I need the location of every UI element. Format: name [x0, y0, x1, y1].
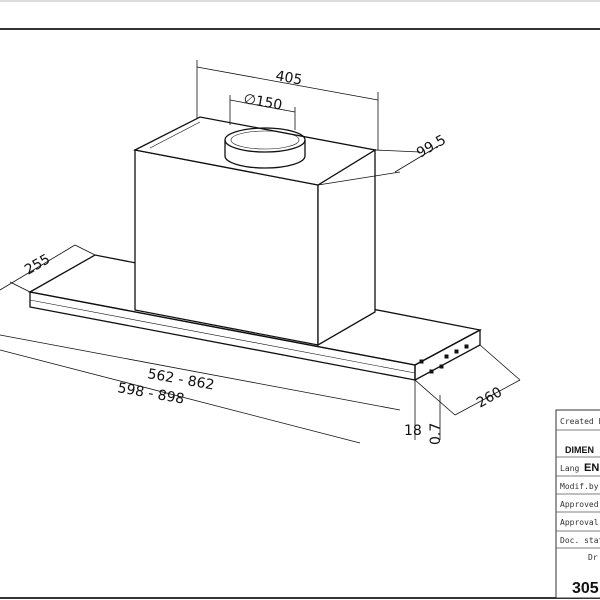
- dim-255: 255: [22, 251, 53, 278]
- lang-value: EN: [584, 462, 599, 474]
- modif-by-label: Modif.by: [560, 482, 599, 491]
- drawing-label: Dr: [588, 553, 598, 562]
- dim-260: 260: [474, 384, 505, 411]
- drawing-number: 305: [572, 580, 599, 597]
- title-block: Created b DIMEN Lang EN Modif.by Approve…: [555, 409, 600, 599]
- dim-405: 405: [274, 68, 303, 88]
- dim-99-5: 99.5: [414, 132, 449, 161]
- dim-18: 18: [404, 423, 422, 439]
- dimension-lines: [0, 60, 521, 444]
- approved-label: Approved: [560, 500, 599, 509]
- dim-0-7: 0.7: [428, 423, 444, 445]
- dim-duct-diameter: ∅150: [242, 91, 283, 114]
- hood-body: [28, 116, 482, 382]
- created-by-label: Created b: [560, 417, 600, 426]
- doc-status-label: Doc. stat: [560, 536, 600, 545]
- lang-label: Lang: [560, 464, 579, 473]
- drawing-title: DIMEN: [565, 445, 594, 455]
- approval-label: Approval: [560, 518, 599, 527]
